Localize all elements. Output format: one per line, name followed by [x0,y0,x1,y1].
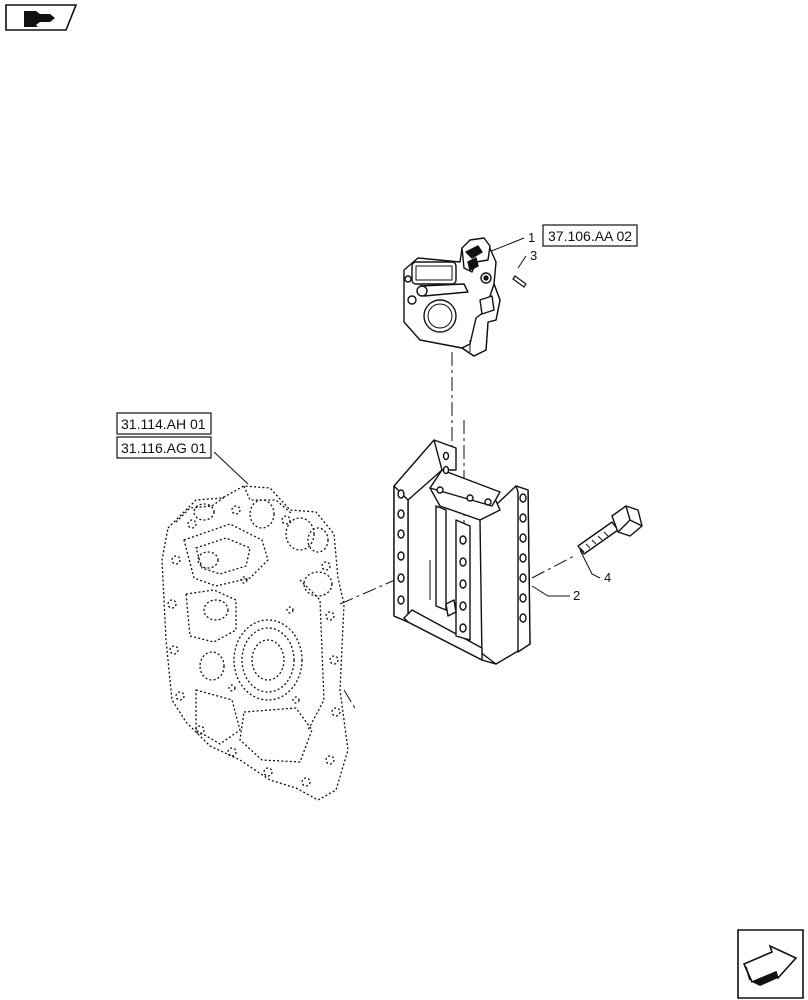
reference-label: 31.116.AG 01 [121,440,207,456]
bolt-part-4 [577,505,643,555]
next-page-arrow-icon[interactable] [737,929,804,999]
book-pointer-icon[interactable] [5,4,78,31]
hook-assembly-part-1 [403,237,501,357]
callout-number: 3 [530,248,537,263]
callout-number: 1 [528,230,535,245]
reference-link-2[interactable]: 31.114.AH 01 [116,412,212,435]
reference-link-1[interactable]: 37.106.AA 02 [542,224,638,247]
callout-number: 2 [573,588,580,603]
callout-number: 4 [604,570,611,585]
slide-bracket-part-2 [393,439,531,665]
pin-part-3 [512,275,527,288]
reference-leader-line [213,451,249,485]
reference-label: 37.106.AA 02 [548,228,632,244]
rear-housing-reference-part [161,485,349,801]
reference-link-3[interactable]: 31.116.AG 01 [116,436,212,459]
reference-label: 31.114.AH 01 [121,416,206,432]
